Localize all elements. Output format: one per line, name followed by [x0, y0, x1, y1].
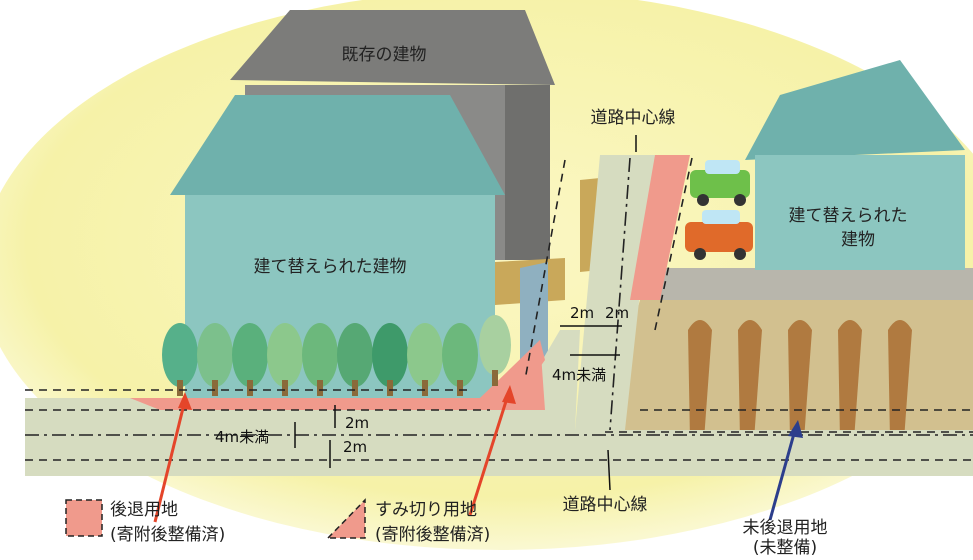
- unsetback-arrow: [768, 429, 797, 521]
- legend-setback-swatch: [65, 499, 103, 537]
- legend-corner-note: (寄附後整備済): [375, 525, 490, 545]
- rebuilt-building-left-label: 建て替えられた建物: [254, 257, 407, 277]
- dim-lower-2m-top: 2m: [345, 414, 369, 432]
- dim-upper-under-4m: 4m未満: [552, 366, 606, 384]
- legend-corner-title: すみ切り用地: [375, 500, 477, 520]
- legend-unsetback-note: (未整備): [753, 538, 817, 556]
- road-center-bottom-label: 道路中心線: [563, 495, 648, 515]
- road-lines: [25, 157, 973, 461]
- dim-lower-under-4m: 4m未満: [215, 428, 269, 446]
- center-bottom-pointer: [607, 449, 611, 491]
- green-car: [690, 160, 750, 206]
- legend-corner-swatch: [326, 498, 366, 539]
- road-center-top-label: 道路中心線: [591, 108, 676, 128]
- legend-setback-note: (寄附後整備済): [110, 525, 225, 545]
- rebuilt-building-right-label-1: 建て替えられた: [789, 206, 908, 226]
- dimension-arrows: [294, 325, 622, 468]
- legend-unsetback-title: 未後退用地: [743, 518, 828, 538]
- existing-building-label: 既存の建物: [342, 45, 427, 65]
- corner-arrow: [468, 394, 510, 516]
- dim-upper-2m-right: 2m: [605, 304, 629, 322]
- unsetback-arrowhead: [788, 420, 803, 438]
- rebuilt-building-right: [745, 60, 965, 270]
- dim-upper-2m-left: 2m: [570, 304, 594, 322]
- crop-rows: [688, 320, 912, 444]
- orange-car: [685, 210, 753, 260]
- setback-arrow: [153, 399, 187, 523]
- gray-wall: [640, 268, 973, 300]
- legend-unsetback: 未後退用地 (未整備): [743, 518, 828, 558]
- legend-setback: 後退用地 (寄附後整備済): [65, 499, 225, 545]
- corner-arrowhead: [502, 385, 516, 404]
- vertical-road: [575, 155, 655, 430]
- legend-corner: すみ切り用地 (寄附後整備済): [326, 498, 490, 545]
- farmland: [600, 300, 973, 445]
- dim-lower-2m-bottom: 2m: [343, 438, 367, 456]
- rebuilt-building-right-label-2: 建物: [841, 230, 875, 250]
- legend-setback-title: 後退用地: [110, 500, 178, 520]
- vertical-setback: [630, 155, 690, 300]
- tree-row: [162, 315, 511, 396]
- setback-arrowhead: [178, 392, 192, 410]
